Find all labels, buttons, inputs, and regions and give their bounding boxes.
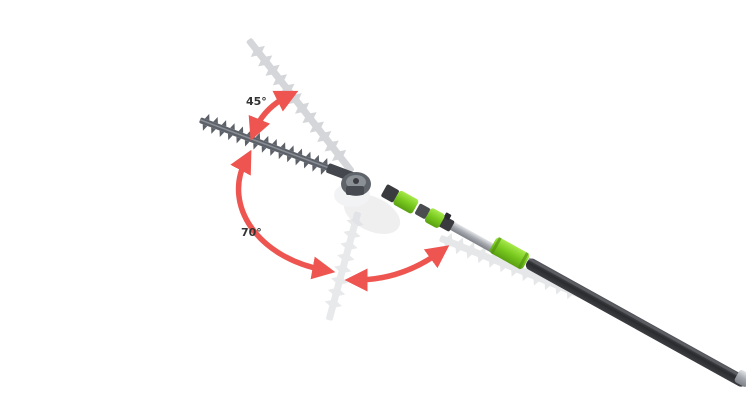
gearbox-head [341, 172, 371, 196]
angle-label-45: 45° [246, 95, 267, 108]
angle-arrow-70 [230, 149, 336, 280]
angle-arrow-45 [248, 90, 299, 141]
angle-label-70: 70° [241, 226, 262, 239]
pole-shaft [418, 205, 746, 387]
angle-adjust-collar [381, 184, 445, 228]
telescope-collar [490, 237, 530, 270]
ghost-blade-down [324, 211, 364, 321]
ghost-blade-right [439, 233, 585, 300]
angle-arrow-lower [344, 245, 450, 292]
